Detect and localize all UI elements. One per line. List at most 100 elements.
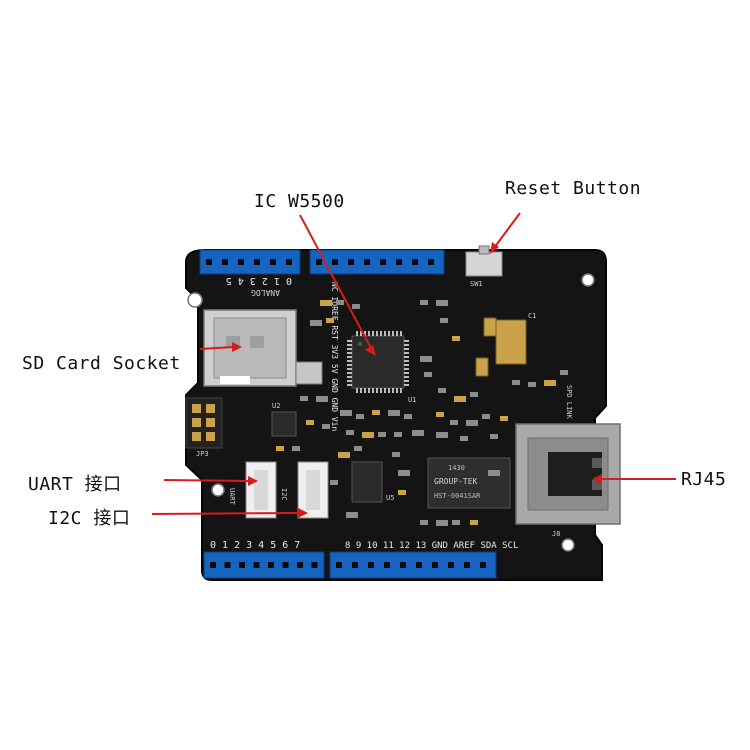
smd-component	[392, 452, 400, 457]
ic-leg	[364, 331, 366, 336]
smd-component	[512, 380, 520, 385]
rj45-jack	[515, 423, 621, 525]
header-pin	[311, 562, 318, 568]
smd-component	[398, 490, 406, 495]
smd-component	[438, 388, 446, 393]
ic-leg	[347, 384, 352, 386]
header-pin	[210, 562, 216, 568]
icsp-header	[185, 397, 223, 449]
ic-leg	[360, 388, 362, 393]
mounting-hole	[561, 538, 575, 552]
mounting-hole	[187, 292, 203, 308]
silk-digital-low: 0 1 2 3 4 5 6 7	[210, 540, 300, 551]
smd-component	[436, 412, 444, 417]
silk-grove-i2c: I2C	[280, 488, 288, 501]
silk-transformer-part: HST-0041SAR	[434, 492, 481, 500]
smd-component	[482, 414, 490, 419]
ic-leg	[376, 388, 378, 393]
ic-leg	[347, 344, 352, 346]
smd-component	[356, 414, 364, 419]
smd-component	[420, 520, 428, 525]
ic-u5	[351, 461, 383, 503]
arrowhead-ic	[365, 345, 376, 356]
smd-component	[412, 430, 424, 436]
ic-leg	[400, 388, 402, 393]
smd-component	[460, 436, 468, 441]
ic-leg	[404, 344, 409, 346]
arrowhead-sd	[232, 342, 242, 352]
smd-component	[306, 420, 314, 425]
icsp-pin	[192, 432, 201, 441]
header-pin	[206, 259, 212, 265]
header-pin	[428, 259, 434, 265]
header-pin	[270, 259, 276, 265]
header-pin	[253, 562, 260, 568]
ic-leg	[392, 388, 394, 393]
smd-component	[440, 318, 448, 323]
ic-leg	[372, 388, 374, 393]
header-pin	[286, 259, 292, 265]
header-pin	[412, 259, 418, 265]
sd-card-socket	[203, 309, 297, 387]
header-pin	[432, 562, 438, 568]
header-digital-low	[203, 551, 325, 579]
ic-leg	[347, 356, 352, 358]
ic-leg	[404, 352, 409, 354]
smd-component	[300, 396, 308, 401]
silk-jp3: JP3	[196, 450, 209, 458]
smd-component	[336, 300, 344, 305]
header-power	[309, 249, 445, 275]
smd-component	[352, 304, 360, 309]
ic-leg	[404, 364, 409, 366]
ic-leg	[404, 340, 409, 342]
silk-c1: C1	[528, 312, 536, 320]
smd-component	[330, 480, 338, 485]
header-pin	[238, 259, 244, 265]
header-pin	[384, 562, 390, 568]
smd-component	[490, 434, 498, 439]
reset-button	[465, 245, 503, 277]
ic-leg	[396, 331, 398, 336]
silk-sw1: SW1	[470, 280, 483, 288]
ic-leg	[380, 388, 382, 393]
smd-component	[452, 336, 460, 341]
arrowhead-i2c	[298, 508, 308, 518]
ic-leg	[404, 380, 409, 382]
header-pin	[336, 562, 342, 568]
label-uart: UART 接口	[28, 474, 122, 495]
header-pin	[364, 259, 370, 265]
smd-component	[560, 370, 568, 375]
ic-leg	[347, 380, 352, 382]
header-pin	[316, 259, 322, 265]
ic-leg	[368, 388, 370, 393]
label-sd-card-socket: SD Card Socket	[22, 353, 181, 374]
silk-j8: J8	[552, 530, 560, 538]
capacitor	[475, 357, 489, 377]
ic-leg	[404, 368, 409, 370]
smd-component	[326, 318, 334, 323]
arrow-reset	[493, 212, 521, 249]
ic-leg	[360, 331, 362, 336]
header-pin	[464, 562, 470, 568]
ic-leg	[347, 352, 352, 354]
header-pin	[268, 562, 274, 568]
grove-uart-connector	[245, 461, 277, 519]
ic-leg	[347, 376, 352, 378]
header-pin	[348, 259, 354, 265]
label-reset-button: Reset Button	[505, 178, 642, 199]
smd-component	[340, 410, 352, 416]
header-analog	[199, 249, 301, 275]
smd-component	[346, 430, 354, 435]
voltage-regulator	[495, 319, 527, 365]
smd-component	[450, 420, 458, 425]
arrowhead-uart	[248, 476, 258, 486]
smd-component	[436, 520, 448, 526]
ic-leg	[396, 388, 398, 393]
header-pin	[400, 562, 406, 568]
ic-leg	[404, 360, 409, 362]
smd-component	[528, 382, 536, 387]
label-rj45: RJ45	[681, 469, 727, 490]
smd-component	[388, 410, 400, 416]
smd-component	[398, 470, 410, 476]
